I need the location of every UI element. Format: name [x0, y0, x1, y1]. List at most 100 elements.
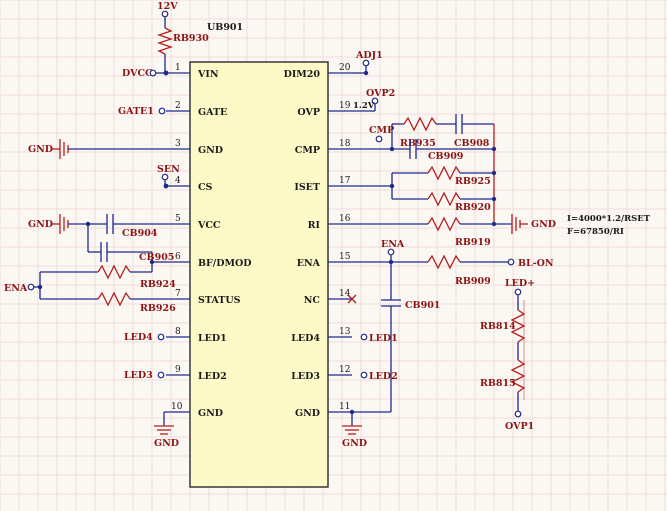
- pin-num-17: 17: [339, 176, 351, 186]
- label-ovp-voltage: 1.2V: [353, 101, 375, 111]
- pin-num-7: 7: [175, 289, 181, 299]
- pin-num-4: 4: [175, 176, 181, 186]
- label-rb815: RB815: [480, 378, 516, 389]
- net-label-led-plus: LED+: [505, 278, 535, 289]
- net-adj1: ADJ1: [352, 50, 383, 76]
- right-pin-stubs: [328, 72, 352, 413]
- nc-marker: [347, 294, 357, 304]
- port-ovp1: [514, 410, 522, 418]
- resistor-rb926: [97, 291, 131, 307]
- pin-num-12: 12: [339, 365, 350, 375]
- label-cb909: CB909: [428, 151, 464, 162]
- left-pin-numbers: 1 2 3 4 5 6 7 8 9 10: [171, 63, 183, 412]
- pin-num-3: 3: [175, 139, 181, 149]
- pin-num-10: 10: [171, 402, 183, 412]
- junction-sen: [163, 183, 169, 189]
- right-pin-names: DIM20 OVP CMP ISET RI ENA NC LED4 LED3 G…: [284, 69, 321, 419]
- junction-dvcc: [163, 70, 169, 76]
- port-bl-on: [507, 258, 515, 266]
- resistor-rb924: [97, 264, 131, 280]
- net-label-gnd-pin11: GND: [342, 438, 367, 449]
- net-gate1: GATE1: [118, 106, 166, 117]
- net-ovp2: OVP2 1.2V: [352, 88, 395, 112]
- resistor-rb815: [510, 359, 526, 393]
- pin-name-20: DIM20: [284, 69, 321, 80]
- net-gnd-pin5: GND CB904 CB905: [28, 214, 174, 265]
- port-cmp: [375, 135, 383, 143]
- label-rb930: RB930: [173, 33, 209, 44]
- pin-name-15: ENA: [297, 258, 321, 269]
- net-ri: RB919 GND: [352, 214, 556, 248]
- net-ena-left: ENA RB924 RB926: [4, 262, 176, 314]
- resistor-rb930: [156, 27, 174, 55]
- left-pin-names: VIN GATE GND CS VCC BF/DMOD STATUS LED1 …: [197, 69, 252, 419]
- note-iset-formula: I=4000*1.2/RSET: [567, 214, 651, 224]
- pin-num-1: 1: [175, 63, 181, 73]
- net-label-gate1: GATE1: [118, 106, 154, 117]
- port-ovp2: [371, 97, 379, 105]
- net-label-adj1: ADJ1: [355, 50, 383, 61]
- pin-num-9: 9: [175, 365, 181, 375]
- label-rb924: RB924: [140, 279, 176, 290]
- net-led2-right: LED2: [360, 371, 398, 382]
- label-rb814: RB814: [480, 321, 516, 332]
- port-ena-right: [387, 248, 395, 256]
- label-rb925: RB925: [455, 176, 491, 187]
- resistor-rb909: [427, 254, 461, 270]
- net-dvcc: DVCC: [122, 68, 169, 79]
- pin-name-4: CS: [198, 182, 213, 193]
- pin-name-11: GND: [295, 408, 320, 419]
- net-label-gnd-ri: GND: [531, 219, 556, 230]
- port-led1-right: [360, 333, 368, 341]
- pin-num-15: 15: [339, 252, 351, 262]
- port-led3-left: [157, 371, 165, 379]
- net-ena-right: ENA BL-ON RB909 CB901: [352, 239, 554, 412]
- label-rb919: RB919: [455, 237, 491, 248]
- pin-num-14: 14: [339, 289, 351, 299]
- pin-num-5: 5: [175, 214, 181, 224]
- pin-num-20: 20: [339, 63, 351, 73]
- pin-name-1: VIN: [197, 69, 219, 80]
- pin-name-10: GND: [198, 408, 223, 419]
- net-gnd-pin3: GND: [28, 139, 166, 159]
- resistor-rb935: [403, 116, 437, 132]
- pin-name-14: NC: [304, 295, 321, 306]
- label-cb901: CB901: [405, 300, 440, 311]
- ovp-divider: LED+ RB814 RB815 OVP1: [480, 278, 535, 432]
- label-rb935: RB935: [400, 138, 436, 149]
- port-led4-left: [157, 333, 165, 341]
- pin-num-16: 16: [339, 214, 351, 224]
- net-label-led2-right: LED2: [369, 371, 398, 382]
- net-label-dvcc: DVCC: [122, 68, 153, 79]
- net-label-gnd-pin3: GND: [28, 144, 53, 155]
- label-rb909: RB909: [455, 276, 491, 287]
- label-cb908: CB908: [454, 138, 490, 149]
- label-rb920: RB920: [455, 202, 491, 213]
- pin-num-11: 11: [339, 402, 350, 412]
- note-freq-formula: F=67850/RI: [567, 227, 624, 237]
- right-pin-numbers: 20 19 18 17 16 15 14 13 12 11: [339, 63, 351, 412]
- resistor-rb919: [427, 216, 461, 232]
- net-gnd-pin10: GND: [154, 411, 179, 449]
- label-rb926: RB926: [140, 303, 176, 314]
- net-label-cmp: CMP: [369, 125, 394, 136]
- port-ena-left: [27, 283, 35, 291]
- net-led3-left: LED3: [124, 370, 165, 381]
- net-label-gnd-pin5: GND: [28, 219, 53, 230]
- net-label-ena-left: ENA: [4, 283, 28, 294]
- pin-num-13: 13: [339, 327, 351, 337]
- net-label-led1-right: LED1: [369, 333, 398, 344]
- port-sen: [161, 173, 169, 181]
- pin-num-19: 19: [339, 101, 351, 111]
- pin-name-19: OVP: [297, 107, 320, 118]
- resistor-rb920: [427, 191, 461, 207]
- pin-name-18: CMP: [295, 145, 320, 156]
- label-cb904: CB904: [122, 228, 158, 239]
- resistor-rb814: [510, 309, 526, 343]
- net-led1-right: LED1: [360, 333, 398, 344]
- label-cb905: CB905: [139, 252, 174, 263]
- pin-num-18: 18: [339, 139, 351, 149]
